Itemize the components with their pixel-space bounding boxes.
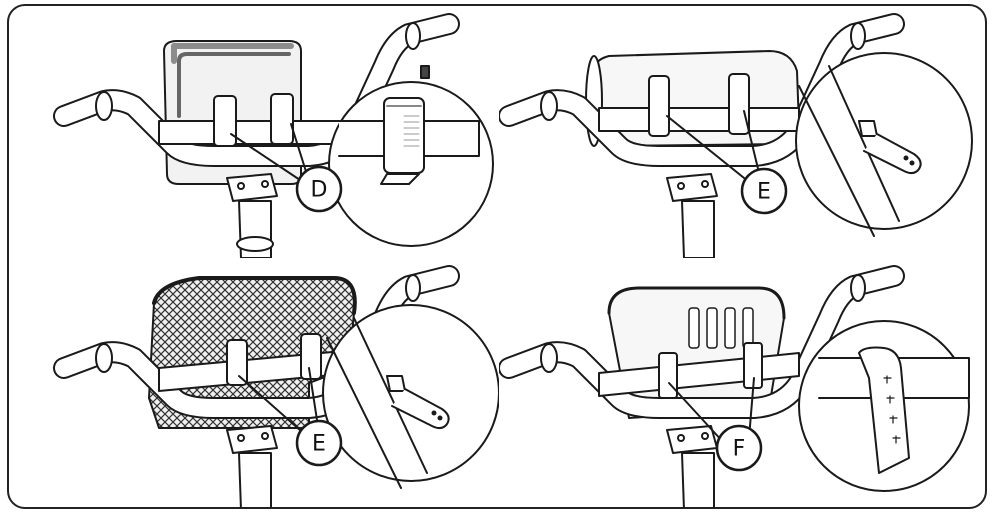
- diagram-frame: D: [7, 4, 987, 509]
- panel-plastic-illustration: F: [499, 265, 970, 507]
- callout-circle: [295, 165, 343, 213]
- panel-wicker-illustration: E: [53, 265, 499, 507]
- panel-roll-illustration: E: [499, 13, 973, 258]
- callout-circle: [740, 167, 788, 215]
- panel-plastic-basket: F: [499, 258, 985, 507]
- callout-label-e-top: E: [757, 180, 771, 205]
- panel-bag-illustration: D: [53, 13, 494, 258]
- panel-bag-straps: D: [9, 6, 499, 258]
- callout-circle: [715, 424, 763, 472]
- callout-label-e-bottom: E: [312, 432, 326, 457]
- panel-roll-straps: E: [499, 6, 985, 258]
- panel-wicker-basket: E: [9, 258, 499, 507]
- callout-label-f: F: [733, 437, 746, 462]
- callout-label-d: D: [311, 178, 328, 203]
- callout-circle: [295, 419, 343, 467]
